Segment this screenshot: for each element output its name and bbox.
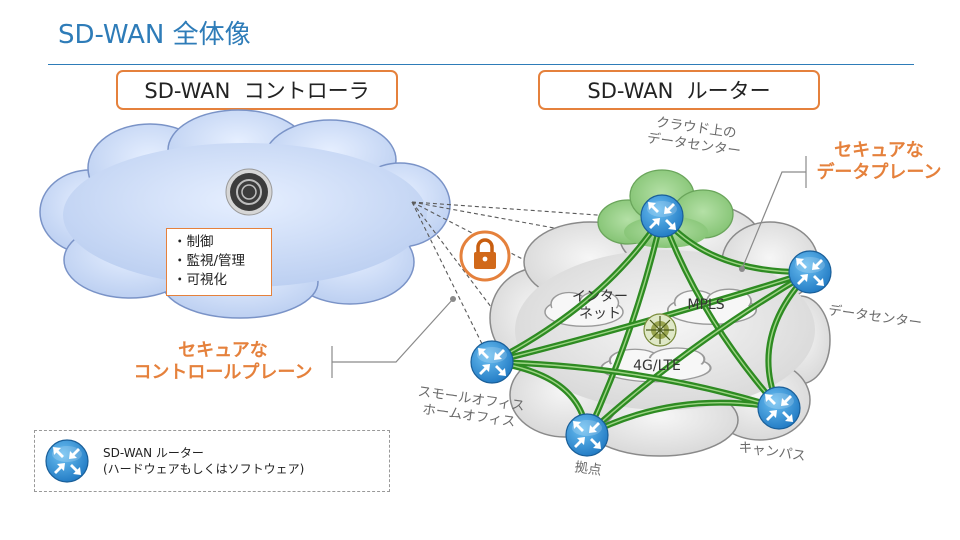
- router-header: SD-WAN ルーター: [538, 70, 820, 110]
- controller-header: SD-WAN コントローラ: [116, 70, 398, 110]
- data-plane-tunnels: [490, 214, 813, 438]
- internet-label: インター ネット: [572, 289, 628, 322]
- tunnel-line: [586, 401, 780, 436]
- mpls-label: MPLS: [687, 297, 725, 313]
- function-control: ・制御: [173, 234, 214, 250]
- callout-leaders: [331, 156, 807, 378]
- legend-text: SD-WAN ルーター (ハードウェアもしくはソフトウェア): [103, 446, 305, 476]
- router-icon-branch: [565, 413, 609, 457]
- tunnel-line: [491, 361, 780, 409]
- router-icon-campus: [757, 386, 801, 430]
- title-divider: [48, 64, 914, 65]
- control-plane-callout: セキュアな コントロールプレーン: [133, 340, 313, 383]
- hub-icon: [643, 313, 677, 347]
- controller-functions-box: ・制御 ・監視/管理 ・可視化: [166, 228, 272, 296]
- lock-icon: [459, 230, 511, 282]
- router-icon-small-office: [470, 340, 514, 384]
- data-plane-callout: セキュアな データプレーン: [816, 140, 942, 183]
- router-icon-cloud-dc: [640, 194, 684, 238]
- controller-icon: [225, 168, 273, 216]
- lte-label: 4G/LTE: [633, 358, 681, 374]
- router-icon-datacenter: [788, 250, 832, 294]
- function-monitor: ・監視/管理: [173, 253, 246, 269]
- legend-box: SD-WAN ルーター (ハードウェアもしくはソフトウェア): [34, 430, 390, 492]
- function-visualize: ・可視化: [173, 272, 227, 288]
- tunnel-line: [491, 215, 663, 363]
- slide-title: SD-WAN 全体像: [58, 20, 251, 50]
- tunnel-line: [586, 271, 811, 436]
- tunnel-line: [661, 215, 780, 409]
